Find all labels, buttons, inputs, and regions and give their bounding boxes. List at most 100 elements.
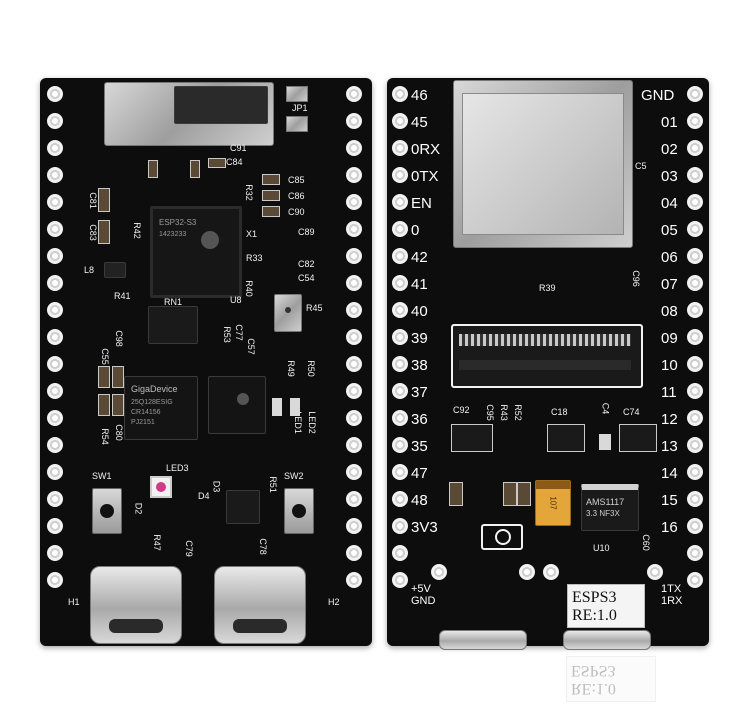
pin-label-right-11: 11 bbox=[661, 384, 677, 401]
microsd-card-slot[interactable] bbox=[453, 80, 633, 248]
usb-c-end-1 bbox=[439, 630, 527, 650]
cap-c98 bbox=[98, 394, 110, 416]
label-c89: C89 bbox=[298, 227, 315, 237]
chip-main-name: ESP32-S3 bbox=[159, 218, 197, 227]
label-c90: C90 bbox=[288, 207, 305, 217]
sw2-reset-button[interactable] bbox=[284, 488, 314, 534]
label-c95: C95 bbox=[484, 404, 495, 421]
regulator-sub: 3.3 NF3X bbox=[586, 509, 620, 518]
label-x1: X1 bbox=[246, 229, 258, 239]
flash-line-3: PJ2151 bbox=[131, 419, 155, 426]
sensor-u8 bbox=[274, 294, 302, 332]
label-c55: C98 bbox=[113, 330, 124, 347]
label-c85: C85 bbox=[288, 175, 305, 185]
pin-label-left-16: 3V3 bbox=[411, 519, 438, 536]
label-sw1: SW1 bbox=[92, 471, 112, 481]
cap-c90 bbox=[262, 206, 280, 217]
pin-label-right-13: 13 bbox=[661, 438, 678, 455]
label-c81: C81 bbox=[87, 192, 98, 209]
chip-small-left bbox=[451, 424, 493, 452]
pin-label-right-5: 05 bbox=[661, 222, 678, 239]
label-c60: C60 bbox=[640, 534, 651, 551]
cap-c81 bbox=[98, 188, 110, 212]
pin-label-left-17: +5V bbox=[411, 583, 431, 595]
left-board: JP1 C91 C84 C85 C86 C90 C89 C82 C54 C81 … bbox=[40, 78, 372, 646]
label-r41: R41 bbox=[114, 291, 131, 301]
pin-label-left-8: 40 bbox=[411, 303, 428, 320]
pin-label-left-10: 38 bbox=[411, 357, 428, 374]
mounting-circle bbox=[481, 524, 523, 550]
label-c86: C86 bbox=[288, 191, 305, 201]
pin-label-left-12: 36 bbox=[411, 411, 428, 428]
board-reflection: RE:1.0 ESPS3 bbox=[560, 650, 670, 710]
led3 bbox=[150, 476, 172, 498]
label-c91: C91 bbox=[230, 143, 247, 153]
usb-c-port-2[interactable] bbox=[214, 566, 306, 644]
label-r50: R50 bbox=[305, 360, 316, 377]
pin-label-right-14: 14 bbox=[661, 465, 678, 482]
label-l8: L8 bbox=[84, 265, 95, 275]
pin-label-right-18: 1RX bbox=[661, 595, 683, 607]
pin-label-right-3: 03 bbox=[661, 168, 678, 185]
chip-small-mid bbox=[547, 424, 585, 452]
cap-row-1 bbox=[449, 482, 463, 506]
pin-label-left-0: 46 bbox=[411, 87, 428, 104]
pin-label-left-5: 0 bbox=[411, 222, 420, 239]
cap-c86 bbox=[262, 190, 280, 201]
pin-label-left-1: 45 bbox=[411, 114, 428, 131]
usb-c-port-1[interactable] bbox=[90, 566, 182, 644]
tantalum-capacitor: 107 bbox=[535, 480, 571, 526]
res-r54 bbox=[112, 394, 124, 416]
pin-label-left-14: 47 bbox=[411, 465, 428, 482]
regulator-name: AMS1117 bbox=[586, 497, 625, 507]
board-name: ESPS3 bbox=[572, 589, 617, 606]
pin-label-right-4: 04 bbox=[661, 195, 678, 212]
label-d3: D3 bbox=[211, 480, 222, 493]
led2 bbox=[290, 398, 300, 416]
tantalum-code: 107 bbox=[548, 496, 558, 510]
label-r33: R33 bbox=[246, 253, 263, 263]
flash-line-2: CR14156 bbox=[131, 409, 161, 416]
psram-chip bbox=[208, 376, 266, 434]
label-r45: R53 bbox=[221, 326, 232, 343]
chip-main-sub: 1423233 bbox=[159, 231, 187, 238]
reflection-name: ESPS3 bbox=[571, 662, 616, 679]
label-c5: C5 bbox=[635, 161, 647, 171]
label-r52: R52 bbox=[512, 404, 523, 421]
label-r39: R39 bbox=[539, 283, 556, 293]
label-c98: R54 bbox=[99, 428, 110, 445]
label-r32: R32 bbox=[243, 184, 254, 201]
test-hole-3 bbox=[543, 564, 559, 580]
label-r53: C77 bbox=[233, 324, 244, 341]
pin-label-left-15: 48 bbox=[411, 492, 428, 509]
label-c83: C83 bbox=[87, 224, 98, 241]
label-c82: C82 bbox=[298, 259, 315, 269]
label-c18: C18 bbox=[551, 407, 568, 417]
reflection-revision: RE:1.0 bbox=[571, 680, 616, 697]
label-led2: LED2 bbox=[306, 411, 317, 434]
label-c74: C74 bbox=[623, 407, 640, 417]
pin-label-right-6: 06 bbox=[661, 249, 678, 266]
espressif-logo-icon bbox=[201, 231, 219, 249]
pin-label-right-0: GND bbox=[641, 87, 675, 104]
usb-c-end-2 bbox=[563, 630, 651, 650]
board-revision: RE:1.0 bbox=[572, 607, 617, 624]
sw1-boot-button[interactable] bbox=[92, 488, 122, 534]
pin-label-right-15: 15 bbox=[661, 492, 678, 509]
pin-label-right-8: 08 bbox=[661, 303, 678, 320]
pin-label-left-3: 0TX bbox=[411, 168, 439, 185]
label-rn1: RN1 bbox=[164, 297, 183, 307]
cap-c84 bbox=[208, 158, 226, 168]
label-r43: R43 bbox=[498, 404, 509, 421]
jp1-pad bbox=[286, 86, 308, 102]
label-h1: H1 bbox=[68, 597, 80, 607]
pin-label-right-1: 01 bbox=[661, 114, 678, 131]
led1 bbox=[272, 398, 282, 416]
pin-label-right-9: 09 bbox=[661, 330, 678, 347]
pin-label-right-16: 16 bbox=[661, 519, 678, 536]
fpc-connector[interactable] bbox=[451, 324, 643, 388]
esp32-s3-chip: ESP32-S3 1423233 bbox=[150, 206, 242, 298]
label-c77: C57 bbox=[245, 338, 256, 355]
chip-small-right bbox=[619, 424, 657, 452]
cap-c55 bbox=[112, 366, 124, 388]
